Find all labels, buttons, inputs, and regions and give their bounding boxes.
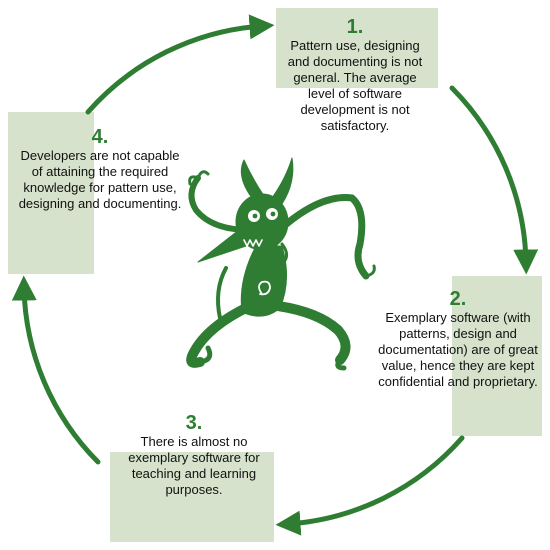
step-2: 2. Exemplary software (with patterns, de…: [372, 288, 544, 390]
step-4: 4. Developers are not capable of attaini…: [14, 126, 186, 212]
arrow-3-to-4: [11, 275, 101, 465]
step-number: 2.: [449, 288, 467, 310]
arrow-4-to-1: [85, 14, 275, 115]
step-2-panel: [452, 276, 542, 436]
step-1: 1. Pattern use, designing and documentin…: [280, 16, 430, 134]
step-number: 3.: [185, 412, 203, 434]
step-text: Pattern use, designing and documenting i…: [287, 38, 423, 133]
arrow-1-to-2: [449, 85, 539, 275]
step-text: Developers are not capable of attaining …: [18, 148, 182, 211]
step-3-panel: [110, 452, 274, 542]
step-1-panel: [276, 8, 438, 88]
step-number: 4.: [91, 126, 109, 148]
step-4-panel: [8, 112, 94, 274]
green-monster-illustration: [186, 157, 376, 371]
step-text: Exemplary software (with patterns, desig…: [378, 310, 538, 389]
arrow-2-to-3: [275, 435, 465, 536]
step-number: 1.: [346, 16, 364, 38]
step-text: There is almost no exemplary software fo…: [128, 434, 260, 497]
step-3: 3. There is almost no exemplary software…: [112, 412, 276, 498]
